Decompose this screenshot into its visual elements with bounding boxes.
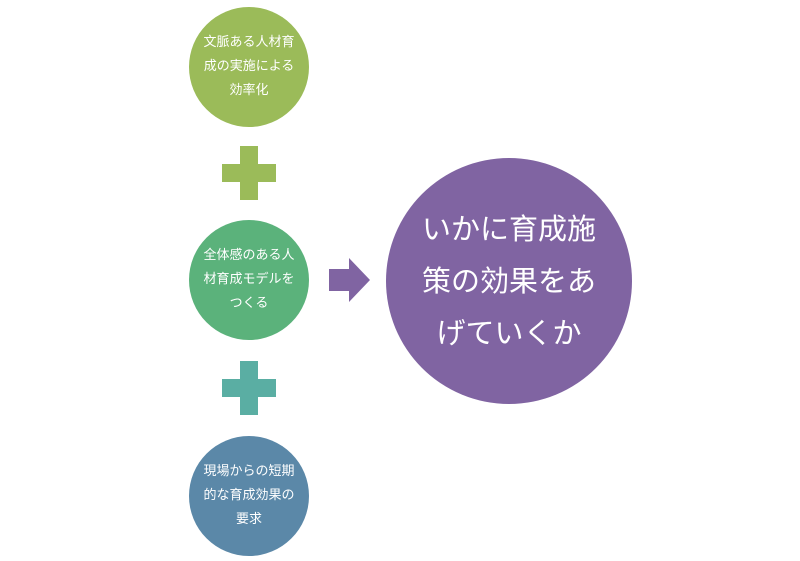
- plus-icon: [222, 146, 276, 200]
- node-efficiency-text: 文脈ある人材育成の実施による効率化: [203, 35, 295, 98]
- result-text: いかに育成施策の効果をあげていくか: [421, 212, 596, 350]
- node-demand: 現場からの短期的な育成効果の要求: [189, 436, 309, 556]
- arrow-right-icon: [329, 258, 370, 302]
- node-model: 全体感のある人材育成モデルをつくる: [189, 220, 309, 340]
- node-demand-text: 現場からの短期的な育成効果の要求: [203, 464, 295, 527]
- result-circle: いかに育成施策の効果をあげていくか: [386, 158, 632, 404]
- plus-icon: [222, 361, 276, 415]
- node-model-text: 全体感のある人材育成モデルをつくる: [203, 248, 295, 311]
- node-efficiency: 文脈ある人材育成の実施による効率化: [189, 7, 309, 127]
